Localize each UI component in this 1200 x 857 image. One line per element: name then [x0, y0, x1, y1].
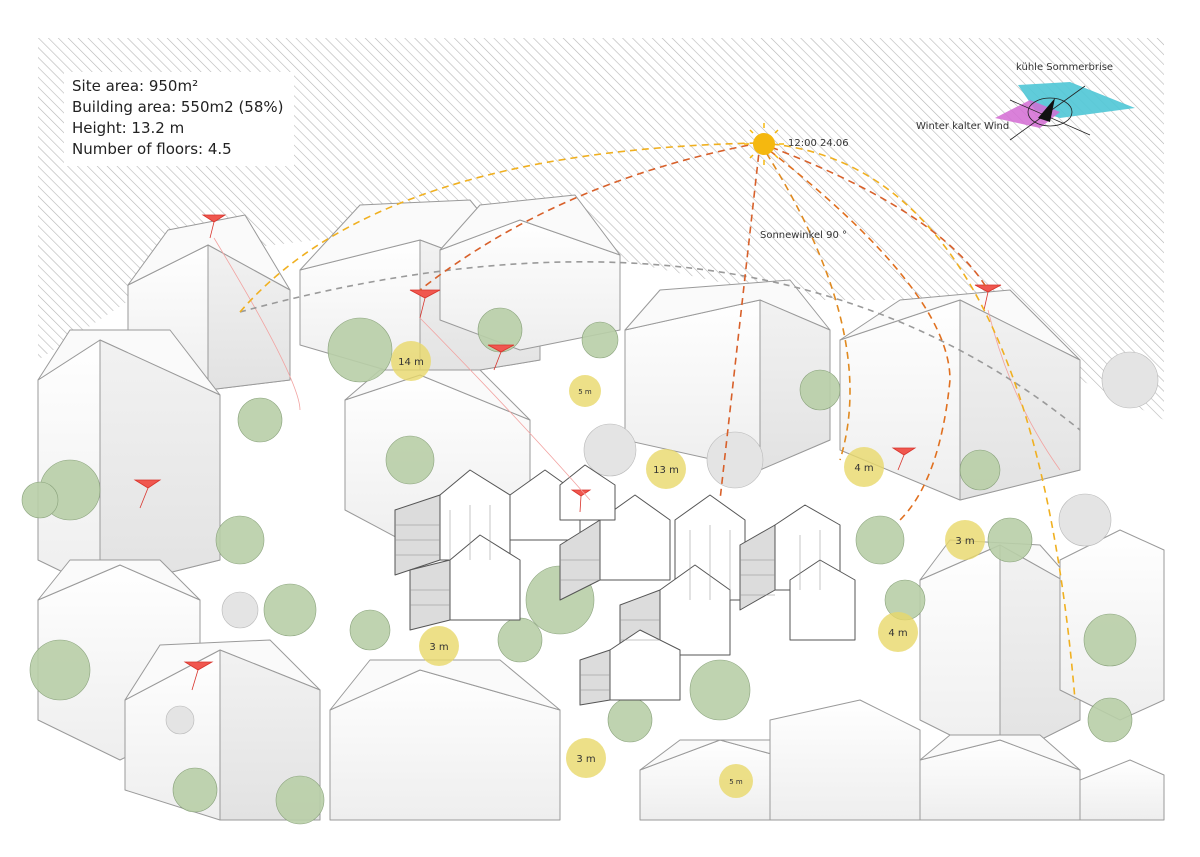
height-marker-label: 4 m: [888, 628, 907, 639]
height-text: Height: 13.2 m: [72, 119, 185, 137]
height-marker: 3 m: [419, 626, 459, 666]
kite-icon: [201, 214, 227, 239]
height-marker-label: 13 m: [653, 465, 679, 476]
kite-icon: [487, 344, 515, 371]
height-marker: 3 m: [566, 738, 606, 778]
summer-wind-label: kühle Sommerbrise: [1016, 62, 1113, 73]
sun-path: [239, 142, 1081, 701]
kite-icon: [133, 479, 162, 509]
height-marker-label: 4 m: [854, 463, 873, 474]
kite-icon: [183, 661, 214, 691]
sun-path-arc-main: [239, 142, 761, 313]
housing-cluster: [394, 464, 856, 706]
site-area-text: Site area: 950m²: [72, 77, 199, 95]
sun-icon: [744, 123, 784, 165]
height-marker-label: 5 m: [578, 388, 592, 396]
sun-path-arc-right: [759, 142, 1076, 701]
height-marker-label: 3 m: [955, 536, 974, 547]
sun-path-arc-back: [239, 261, 1081, 431]
height-marker: 5 m: [719, 764, 753, 798]
winter-wind-label: Winter kalter Wind: [916, 121, 1009, 132]
height-marker: 4 m: [844, 447, 884, 487]
height-marker: 3 m: [945, 520, 985, 560]
height-marker-label: 5 m: [729, 778, 743, 786]
height-marker-label: 14 m: [398, 357, 424, 368]
sun-time-label: 12:00 24.06: [788, 138, 849, 149]
sun-angle-label: Sonnewinkel 90 °: [760, 230, 847, 241]
height-markers: 14 m 5 m 13 m 4 m 3 m 4 m 3 m 3 m: [391, 341, 985, 798]
height-marker: 4 m: [878, 612, 918, 652]
sun-ray-center: [759, 142, 851, 461]
winter-wind-shape: [995, 100, 1060, 128]
height-marker: 14 m: [391, 341, 431, 381]
site-info-box: Site area: 950m² Building area: 550m2 (5…: [64, 72, 294, 166]
cluster-facade-grid: [395, 505, 821, 691]
floors-text: Number of floors: 4.5: [72, 140, 232, 158]
kite-icon: [891, 447, 917, 471]
building-area-text: Building area: 550m2 (58%): [72, 98, 284, 116]
north-arrow-icon: [1038, 98, 1055, 122]
wind-rose: [995, 82, 1135, 141]
height-marker: 5 m: [569, 375, 601, 407]
height-marker: 13 m: [646, 449, 686, 489]
kite-icon: [974, 284, 1002, 311]
kite-icon: [409, 289, 441, 319]
wind-kites: [133, 214, 1002, 691]
height-marker-label: 3 m: [429, 642, 448, 653]
sun-ray-left: [419, 142, 761, 291]
background-trees: [165, 351, 1159, 735]
height-marker-label: 3 m: [576, 754, 595, 765]
